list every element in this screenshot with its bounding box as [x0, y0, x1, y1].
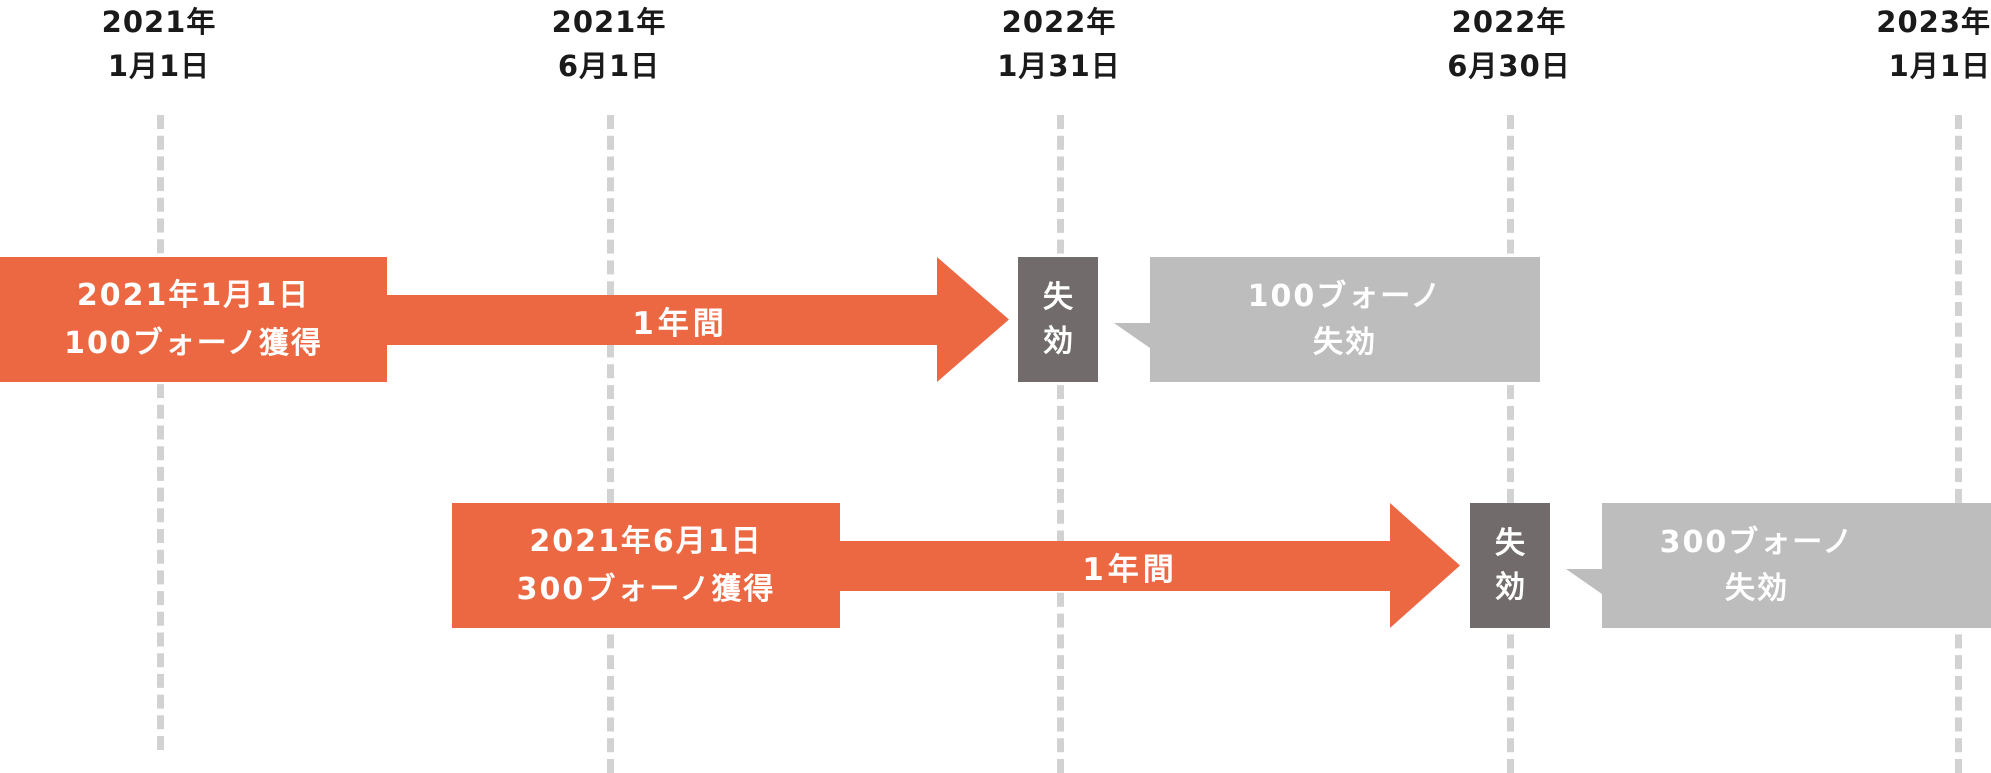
- duration-arrow-row1: [387, 257, 1009, 382]
- date-year: 2022年: [1451, 5, 1567, 39]
- expire-box-row2: 失 効: [1470, 503, 1550, 628]
- acquire-amount: 100ブォーノ獲得: [64, 325, 323, 361]
- arrow-shape: [840, 503, 1460, 628]
- expire-char: 効: [1043, 323, 1073, 359]
- acquire-date: 2021年6月1日: [529, 523, 763, 559]
- date-label-2021-01-01: 2021年 1月1日: [39, 0, 279, 88]
- expired-status: 失効: [1313, 324, 1377, 360]
- expire-char: 失: [1043, 279, 1073, 315]
- timeline-gridline: [157, 115, 164, 750]
- callout-shape: [1566, 503, 1991, 628]
- duration-label-row2: 1年間: [1082, 552, 1178, 588]
- acquire-date: 2021年1月1日: [76, 277, 311, 313]
- acquire-box-row2: 2021年6月1日 300ブォーノ獲得: [452, 503, 840, 628]
- expire-char: 効: [1495, 569, 1525, 605]
- date-day: 1月1日: [1888, 49, 1991, 83]
- date-year: 2021年: [101, 5, 217, 39]
- timeline-gridline: [1955, 115, 1962, 773]
- duration-arrow-row2: [840, 503, 1460, 628]
- date-label-2022-01-31: 2022年 1月31日: [939, 0, 1179, 88]
- timeline-gridline: [1057, 115, 1064, 773]
- callout-text: 100ブォーノ 失効: [1150, 257, 1540, 382]
- date-year: 2021年: [551, 5, 667, 39]
- expired-note-row2: 300ブォーノ 失効: [1566, 503, 1991, 628]
- callout-text: 300ブォーノ 失効: [1602, 503, 1912, 628]
- acquire-box-row1: 2021年1月1日 100ブォーノ獲得: [0, 257, 387, 382]
- arrow-shape: [387, 257, 1009, 382]
- callout-shape: [1114, 257, 1540, 382]
- expired-amount: 300ブォーノ: [1659, 524, 1855, 560]
- expired-status: 失効: [1725, 570, 1789, 606]
- timeline-gridline: [1507, 115, 1514, 773]
- date-year: 2023年: [1876, 5, 1991, 39]
- date-label-2021-06-01: 2021年 6月1日: [489, 0, 729, 88]
- expired-amount: 100ブォーノ: [1247, 278, 1443, 314]
- duration-label-row1: 1年間: [632, 306, 728, 342]
- date-label-2022-06-30: 2022年 6月30日: [1389, 0, 1629, 88]
- expire-char: 失: [1495, 525, 1525, 561]
- date-day: 1月31日: [997, 49, 1121, 83]
- date-day: 1月1日: [107, 49, 211, 83]
- timeline-gridline: [607, 115, 614, 773]
- date-day: 6月30日: [1447, 49, 1571, 83]
- date-day: 6月1日: [557, 49, 661, 83]
- acquire-amount: 300ブォーノ獲得: [516, 571, 776, 607]
- date-label-2023-01-01: 2023年 1月1日: [1831, 0, 1991, 88]
- expired-note-row1: 100ブォーノ 失効: [1114, 257, 1540, 382]
- date-year: 2022年: [1001, 5, 1117, 39]
- expire-box-row1: 失 効: [1018, 257, 1098, 382]
